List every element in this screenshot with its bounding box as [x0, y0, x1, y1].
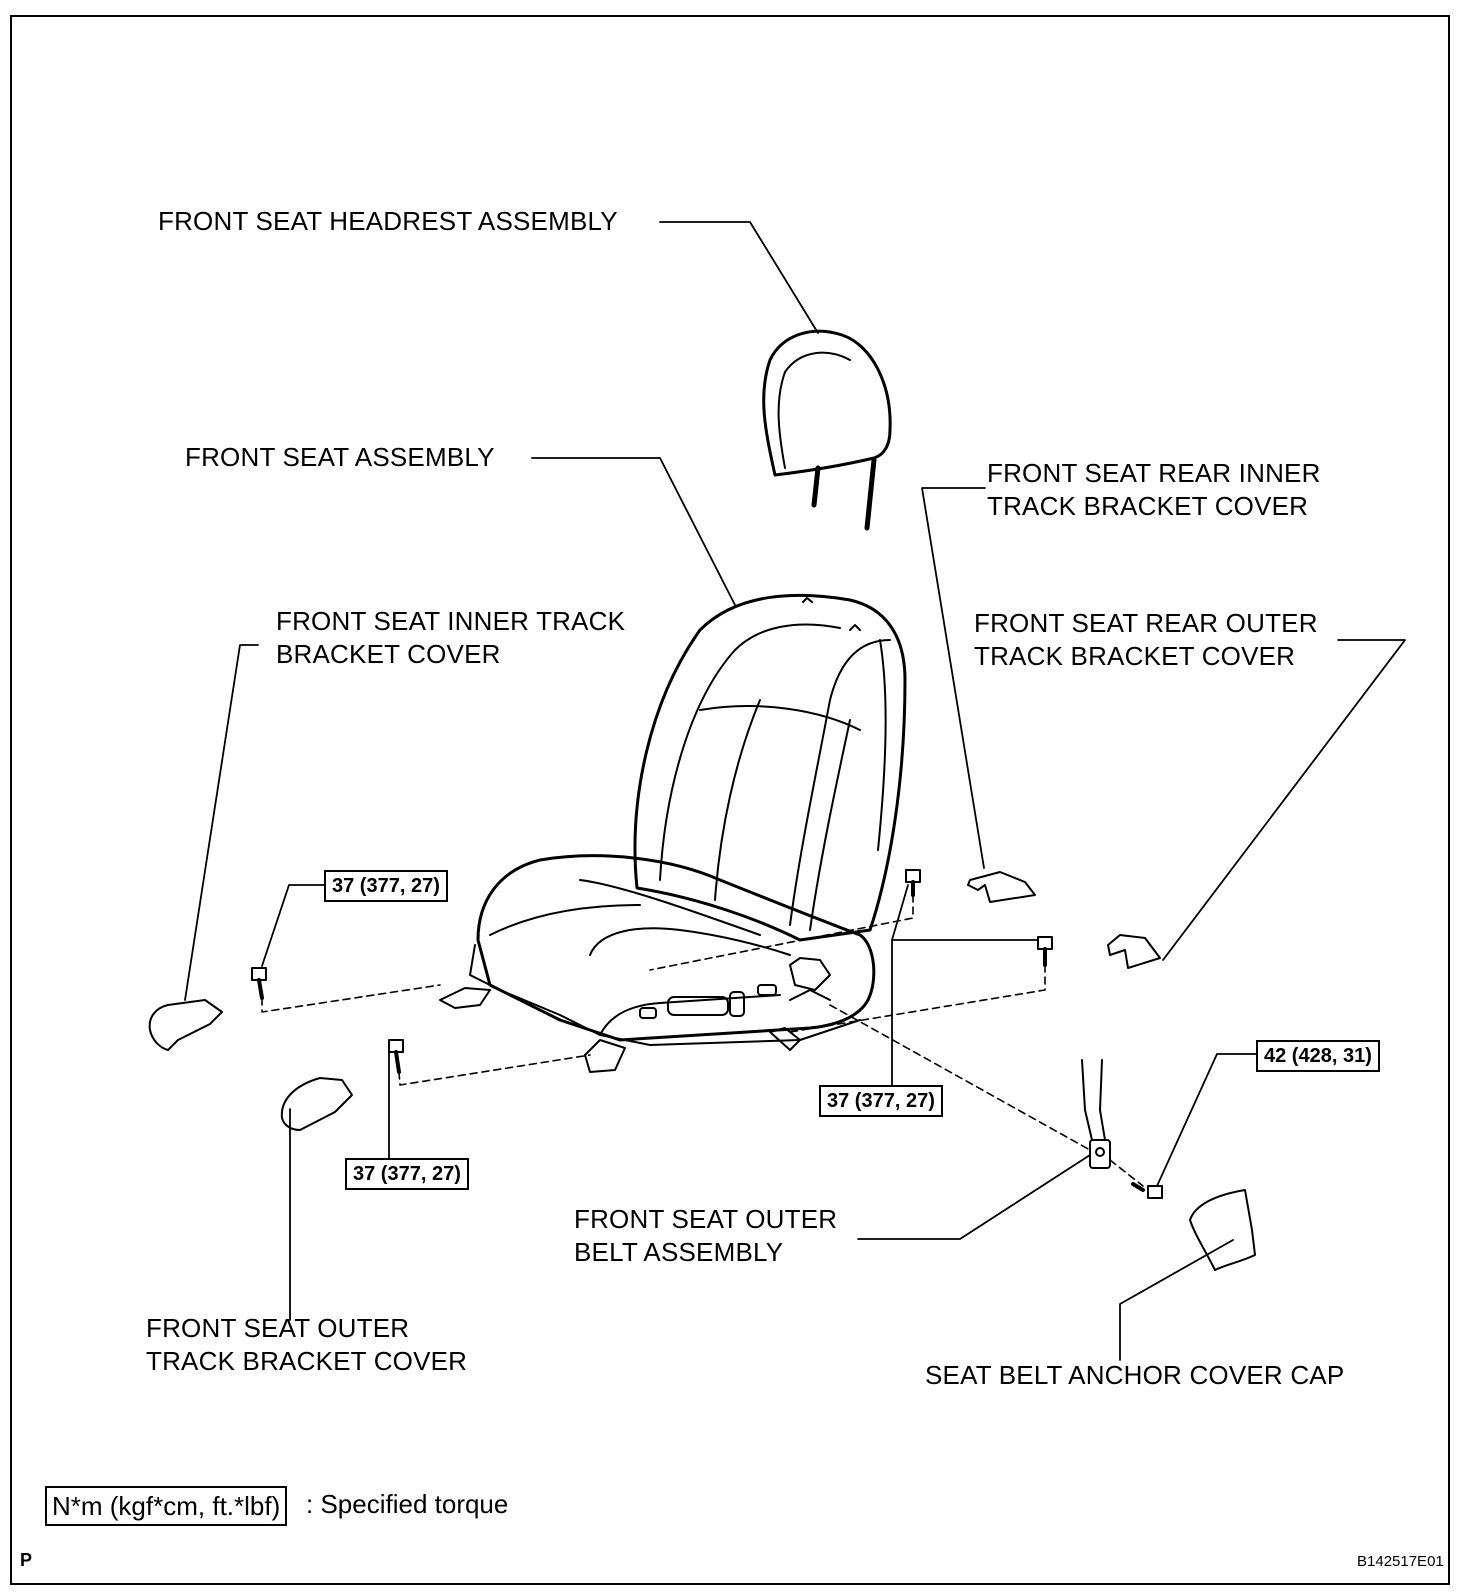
label-headrest: FRONT SEAT HEADREST ASSEMBLY — [158, 206, 618, 236]
torque-inner-front: 37 (377, 27) — [324, 870, 448, 902]
label-rear-inner-cover: FRONT SEAT REAR INNER TRACK BRACKET COVE… — [987, 458, 1321, 521]
seat-cushion-part — [439, 854, 876, 1073]
label-anchor-cap: SEAT BELT ANCHOR COVER CAP — [925, 1360, 1345, 1390]
outer-track-cover-part — [280, 1077, 353, 1131]
anchor-cover-cap-part — [1189, 1189, 1256, 1271]
corner-mark: P — [20, 1550, 33, 1570]
diagram-frame — [10, 15, 1450, 1585]
seat-back-part — [633, 593, 907, 942]
rear-inner-cover-part — [967, 871, 1036, 903]
leader-lines — [184, 221, 1406, 1361]
bolt-inner-front — [251, 967, 267, 1000]
label-rear-outer-cover: FRONT SEAT REAR OUTER TRACK BRACKET COVE… — [974, 608, 1318, 671]
bolt-inner-rear — [388, 1039, 404, 1074]
bolt-belt-anchor — [1131, 1182, 1163, 1199]
assembly-lines — [261, 894, 1144, 1187]
outer-belt-part — [1081, 1059, 1111, 1169]
label-outer-belt: FRONT SEAT OUTER BELT ASSEMBLY — [574, 1204, 838, 1267]
inner-track-cover-part — [148, 999, 223, 1051]
legend-unit-box: N*m (kgf*cm, ft.*lbf) — [45, 1486, 288, 1526]
figure-id: B142517E01 — [1357, 1553, 1444, 1570]
torque-outer-bolts: 37 (377, 27) — [819, 1085, 943, 1117]
rear-outer-cover-part — [1107, 934, 1161, 969]
torque-belt-anchor: 42 (428, 31) — [1256, 1040, 1380, 1072]
label-outer-track-cover: FRONT SEAT OUTER TRACK BRACKET COVER — [146, 1313, 468, 1376]
legend-text: : Specified torque — [306, 1489, 509, 1519]
bolt-outer-right — [1037, 936, 1053, 967]
headrest-part — [762, 329, 892, 531]
bolt-outer-top — [905, 869, 921, 897]
label-inner-track-cover: FRONT SEAT INNER TRACK BRACKET COVER — [276, 606, 626, 669]
torque-inner-rear: 37 (377, 27) — [345, 1158, 469, 1190]
label-seat-assembly: FRONT SEAT ASSEMBLY — [185, 442, 495, 472]
